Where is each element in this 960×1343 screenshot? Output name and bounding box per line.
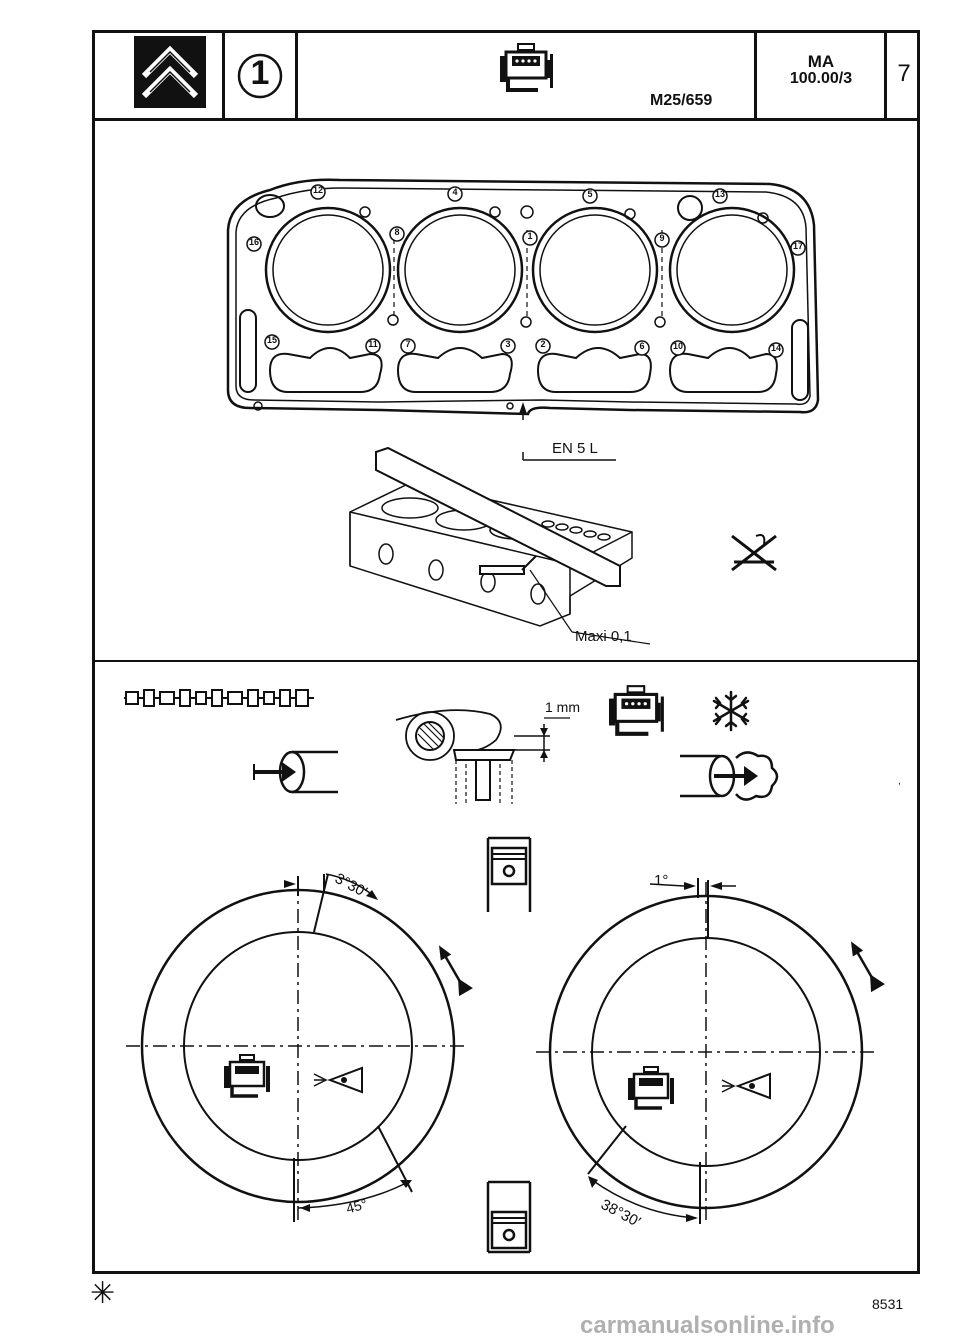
bolt-marker — [500, 338, 516, 354]
bolt-marker — [522, 230, 538, 246]
exhaust-icon — [680, 751, 779, 801]
head-gasket-diagram — [226, 178, 820, 420]
bolt-marker — [670, 340, 686, 356]
bolt-marker — [389, 226, 405, 242]
bolt-marker — [365, 338, 381, 354]
gasket-marking-label: EN 5 L — [552, 440, 598, 457]
bolt-number: 3 — [505, 339, 511, 349]
header-divider-2 — [295, 30, 298, 120]
section-divider — [92, 660, 920, 662]
bolt-number: 4 — [452, 187, 458, 197]
marking-leader — [522, 452, 616, 461]
header-bottom-rule — [92, 118, 920, 121]
page-number: 7 — [897, 60, 911, 87]
bolt-number: 15 — [266, 335, 277, 345]
bolt-marker — [654, 232, 670, 248]
piston-tdc-icon — [486, 836, 532, 912]
exhaust-timing-diagram — [536, 878, 885, 1224]
flatness-check-diagram — [349, 446, 651, 645]
piston-bdc-icon — [486, 1180, 532, 1254]
engine-code: M25/659 — [650, 92, 713, 109]
clearance-value-label: 1 mm — [545, 699, 580, 715]
bolt-number: 13 — [714, 189, 725, 199]
bolt-number: 16 — [248, 237, 259, 247]
bolt-number: 2 — [540, 339, 546, 349]
inlet-timing-diagram — [126, 873, 473, 1222]
engine-icon — [609, 685, 664, 736]
bolt-marker — [634, 340, 650, 356]
bolt-number: 10 — [672, 341, 683, 351]
header-divider-4 — [884, 30, 887, 120]
inlet-icon — [253, 750, 338, 794]
bolt-marker — [447, 186, 463, 202]
footer-asterisk: ✳ — [90, 1277, 116, 1310]
watermark: carmanualsonline.info — [580, 1312, 835, 1339]
bolt-marker — [246, 236, 262, 252]
bolt-number: 7 — [405, 339, 411, 349]
reference-code: MA — [807, 52, 835, 71]
engine-icon — [500, 43, 553, 92]
bolt-marker — [768, 342, 784, 358]
bolt-marker — [264, 334, 280, 350]
header-divider-1 — [222, 30, 225, 120]
reference-number: 100.00/3 — [789, 70, 853, 87]
bolt-number: 12 — [312, 185, 323, 195]
index-circle — [237, 53, 283, 99]
bolt-marker — [535, 338, 551, 354]
bolt-number: 14 — [770, 343, 781, 353]
bolt-number: 17 — [792, 241, 803, 251]
page-frame — [92, 30, 920, 1274]
bolt-marker — [310, 184, 326, 200]
snowflake-icon — [712, 690, 750, 732]
document-number: 8531 — [872, 1296, 904, 1312]
camshaft-icon — [124, 689, 314, 707]
citroen-logo-icon — [134, 36, 206, 108]
bolt-number: 8 — [394, 227, 400, 237]
bolt-number: 1 — [527, 231, 533, 241]
bolt-number: 11 — [368, 339, 378, 349]
bolt-number: 5 — [587, 189, 593, 199]
valve-clearance-diagram — [395, 709, 570, 804]
flatness-tolerance-label: Maxi 0,1 — [575, 628, 632, 645]
bolt-marker — [790, 240, 806, 256]
bolt-marker — [582, 188, 598, 204]
bolt-number: 9 — [659, 233, 665, 243]
bolt-marker — [400, 338, 416, 354]
stray-mark: , — [898, 776, 901, 787]
header-divider-3 — [754, 30, 757, 120]
index-number: 1 — [250, 54, 270, 92]
bolt-number: 6 — [639, 341, 645, 351]
right-top-angle-label: 1° — [654, 872, 669, 889]
bolt-marker — [712, 188, 728, 204]
no-grinding-icon — [731, 534, 777, 572]
